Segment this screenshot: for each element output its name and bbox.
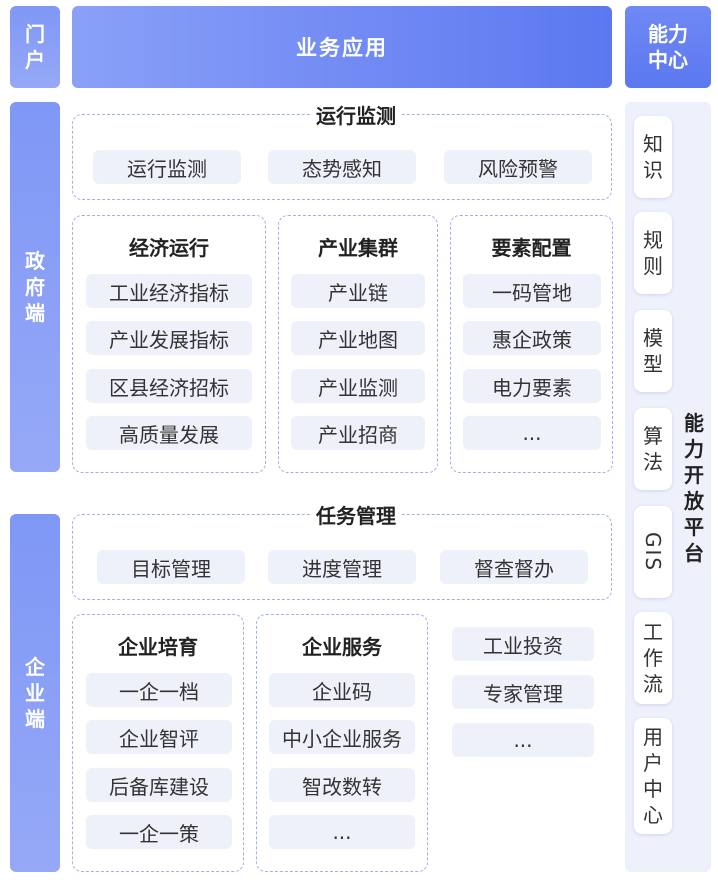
tasks-title: 任务管理	[312, 500, 400, 529]
extra-item[interactable]: ...	[452, 723, 594, 757]
cultivation-item[interactable]: 后备库建设	[86, 768, 232, 802]
tasks-item[interactable]: 督查督办	[440, 550, 588, 584]
portal-label: 门户	[10, 6, 60, 88]
cultivation-item[interactable]: 一企一策	[86, 815, 232, 849]
industry-title: 产业集群	[318, 236, 398, 260]
enterprise-label: 企业端	[10, 514, 60, 872]
economy-item[interactable]: 产业发展指标	[86, 321, 252, 355]
service-item[interactable]: 中小企业服务	[269, 720, 415, 754]
economy-item[interactable]: 工业经济指标	[86, 274, 252, 308]
industry-item[interactable]: 产业监测	[291, 369, 425, 403]
service-item[interactable]: 智改数转	[269, 768, 415, 802]
run-monitor-item[interactable]: 态势感知	[268, 150, 416, 184]
service-item[interactable]: ...	[269, 815, 415, 849]
run-monitor-item[interactable]: 风险预警	[444, 150, 592, 184]
elements-item[interactable]: 一码管地	[463, 274, 601, 308]
platform-item-gis[interactable]: GIS	[634, 506, 672, 598]
business-apps-header: 业务应用	[72, 6, 612, 88]
service-item[interactable]: 企业码	[269, 673, 415, 707]
economy-item[interactable]: 高质量发展	[86, 416, 252, 450]
industry-item[interactable]: 产业招商	[291, 416, 425, 450]
elements-item[interactable]: 惠企政策	[463, 321, 601, 355]
economy-item[interactable]: 区县经济招标	[86, 369, 252, 403]
tasks-item[interactable]: 进度管理	[268, 550, 416, 584]
service-title: 企业服务	[302, 635, 382, 659]
cultivation-item[interactable]: 企业智评	[86, 720, 232, 754]
extra-item[interactable]: 专家管理	[452, 675, 594, 709]
elements-title: 要素配置	[491, 236, 572, 260]
industry-item[interactable]: 产业链	[291, 274, 425, 308]
government-label: 政府端	[10, 102, 60, 472]
platform-item-workflow[interactable]: 工作流	[634, 612, 672, 704]
capability-center-label: 能力中心	[625, 6, 711, 88]
industry-item[interactable]: 产业地图	[291, 321, 425, 355]
economy-title: 经济运行	[129, 236, 209, 260]
run-monitor-item[interactable]: 运行监测	[93, 150, 241, 184]
platform-item-knowledge[interactable]: 知识	[634, 116, 672, 198]
platform-item-user-center[interactable]: 用户中心	[634, 718, 672, 834]
cultivation-item[interactable]: 一企一档	[86, 673, 232, 707]
platform-item-rules[interactable]: 规则	[634, 212, 672, 294]
elements-item[interactable]: 电力要素	[463, 369, 601, 403]
run-monitor-title: 运行监测	[312, 100, 400, 129]
extra-item[interactable]: 工业投资	[452, 627, 594, 661]
elements-item[interactable]: ...	[463, 416, 601, 450]
platform-item-model[interactable]: 模型	[634, 310, 672, 392]
platform-item-algorithm[interactable]: 算法	[634, 408, 672, 490]
capability-platform-label: 能力开放平台	[684, 411, 704, 565]
tasks-item[interactable]: 目标管理	[97, 550, 245, 584]
cultivation-title: 企业培育	[118, 635, 198, 659]
